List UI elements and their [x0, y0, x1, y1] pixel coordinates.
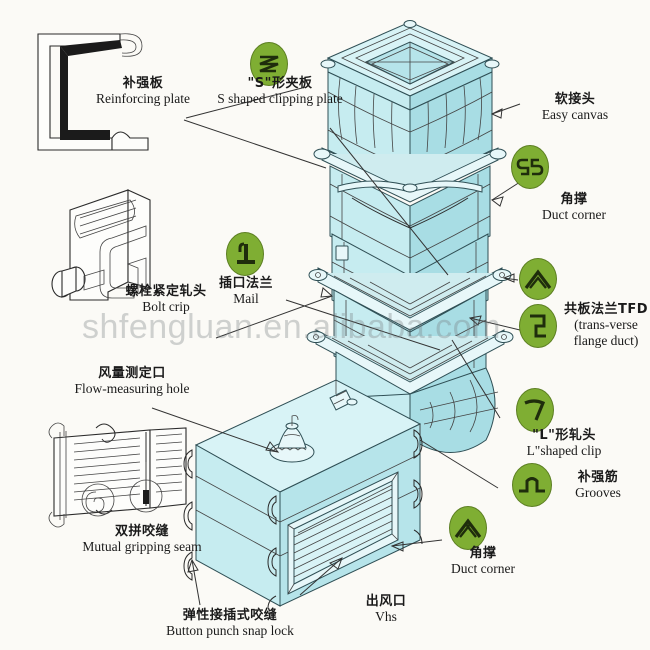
label-en: Vhs — [375, 609, 397, 625]
l-flange-icon — [237, 242, 255, 264]
badge-double-hook — [511, 145, 549, 189]
label-en: Mail — [233, 291, 259, 307]
label-en: Button punch snap lock — [166, 623, 294, 639]
duct-box-drawing — [183, 379, 423, 609]
vhs-grille — [287, 471, 399, 595]
label-cn: 螺栓紧定轧头 — [125, 284, 207, 299]
badge-chevron-brace-top — [519, 258, 557, 300]
badge-groove-bump — [512, 463, 552, 507]
label-cn: 共板法兰TFD — [563, 302, 649, 317]
badge-tfd-hook — [519, 304, 557, 348]
label-button-punch-snap-lock: 弹性接插式咬缝 Button punch snap lock — [132, 608, 328, 639]
chevron-brace-icon — [524, 269, 552, 289]
label-duct-corner-top: 角撑 Duct corner — [518, 192, 630, 223]
label-l-shaped-clip: "L"形轧头 L"shaped clip — [500, 428, 628, 459]
label-flow-measuring-hole: 风量测定口 Flow-measuring hole — [50, 366, 214, 397]
label-en-2: flange duct) — [573, 333, 639, 349]
label-cn: 双拼咬缝 — [114, 524, 169, 539]
label-cn: 风量测定口 — [98, 366, 166, 381]
label-en: Mutual gripping seam — [82, 539, 202, 555]
label-en: L"shaped clip — [526, 443, 602, 459]
bolt-crip-drawing — [51, 189, 151, 301]
double-hook-icon — [516, 158, 544, 176]
label-cn: 插口法兰 — [218, 276, 273, 291]
label-cn: 角撑 — [560, 192, 588, 207]
badge-l-hook — [516, 388, 554, 432]
label-cn: 软接头 — [554, 92, 596, 107]
label-cn: 角撑 — [469, 546, 497, 561]
label-reinforcing-plate: 补强板 Reinforcing plate — [88, 76, 198, 107]
label-cn: "L"形轧头 — [532, 428, 596, 443]
mutual-gripping-seam-drawing — [48, 422, 187, 528]
leader-lines — [151, 87, 521, 606]
badge-s-zigzag — [250, 42, 288, 86]
label-vhs: 出风口 Vhs — [348, 594, 424, 625]
label-grooves: 补强筋 Grooves — [552, 470, 644, 501]
label-en: (trans-verse — [574, 317, 638, 333]
s-zigzag-icon — [259, 55, 279, 73]
label-cn: 补强筋 — [577, 470, 619, 485]
label-tfd-flange: 共板法兰TFD (trans-verse flange duct) — [562, 302, 650, 349]
groove-bump-icon — [519, 477, 545, 493]
label-en: Grooves — [575, 485, 621, 501]
label-en: Reinforcing plate — [95, 91, 191, 107]
label-en: Easy canvas — [541, 107, 609, 123]
flow-measuring-hole-fitting — [269, 415, 315, 463]
label-cn: "S"形夹板 — [247, 76, 313, 91]
label-mutual-gripping-seam: 双拼咬缝 Mutual gripping seam — [52, 524, 232, 555]
label-mail: 插口法兰 Mail — [204, 276, 288, 307]
label-en: Duct corner — [541, 207, 607, 223]
chevron-brace-icon — [454, 518, 482, 538]
badge-chevron-brace-bottom — [449, 506, 487, 550]
label-en: S shaped clipping plate — [217, 91, 343, 107]
label-cn: 弹性接插式咬缝 — [182, 608, 278, 623]
label-cn: 出风口 — [365, 594, 407, 609]
label-easy-canvas: 软接头 Easy canvas — [520, 92, 630, 123]
tfd-hook-icon — [530, 314, 546, 338]
label-cn: 补强板 — [122, 76, 164, 91]
label-en: Duct corner — [450, 561, 516, 577]
label-en: Bolt crip — [142, 299, 190, 315]
l-hook-icon — [524, 399, 546, 421]
label-en: Flow-measuring hole — [74, 381, 190, 397]
label-duct-corner-bottom: 角撑 Duct corner — [428, 546, 538, 577]
reinforcing-plate-drawing — [37, 33, 149, 151]
badge-l-flange — [226, 232, 264, 276]
label-s-shaped-clipping-plate: "S"形夹板 S shaped clipping plate — [202, 76, 358, 107]
label-bolt-crip: 螺栓紧定轧头 Bolt crip — [94, 284, 238, 315]
